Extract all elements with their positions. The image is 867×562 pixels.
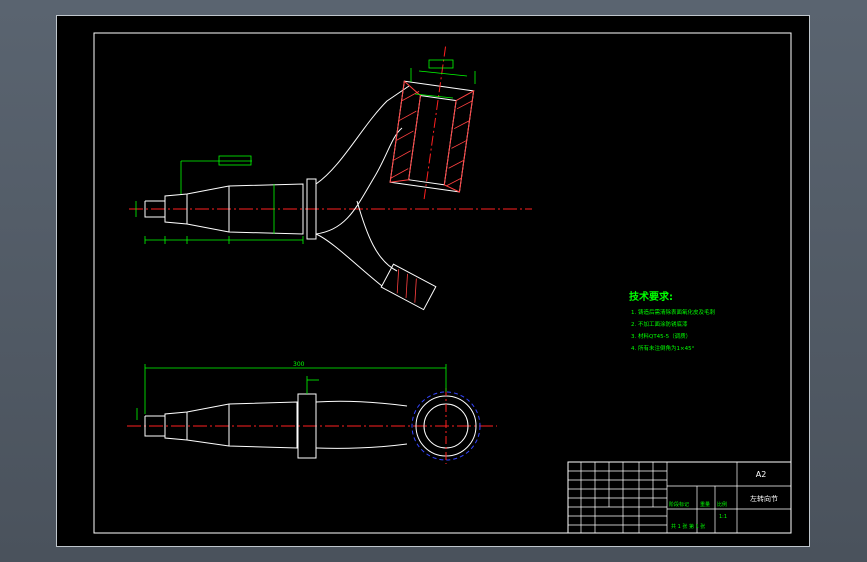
ratio-label: 比例 <box>717 501 727 508</box>
cad-drawing: 300 技术要求: 1. 铸造后需清除表面氧化皮及毛刺 2. 不加工面涂防锈底漆… <box>93 32 792 534</box>
upper-dimensions <box>135 59 476 244</box>
technical-notes: 技术要求: 1. 铸造后需清除表面氧化皮及毛刺 2. 不加工面涂防锈底漆 3. … <box>629 290 715 352</box>
overall-length-dim: 300 <box>293 361 305 368</box>
flange <box>306 178 317 240</box>
lower-arm <box>315 200 398 287</box>
part-name: 左转向节 <box>750 494 778 503</box>
inner-frame <box>93 32 792 534</box>
lower-view: 300 <box>127 361 497 464</box>
fork-hatch <box>390 90 473 187</box>
drawing-sheet: 300 技术要求: 1. 铸造后需清除表面氧化皮及毛刺 2. 不加工面涂防锈底漆… <box>56 15 810 547</box>
lower-spindle-outline <box>144 401 298 449</box>
upper-view <box>129 46 532 311</box>
eye-hidden <box>411 391 481 461</box>
upper-arm <box>315 85 410 235</box>
fork-centerline <box>423 46 447 201</box>
note-item: 2. 不加工面涂防锈底漆 <box>631 320 688 328</box>
lower-arm-section <box>380 263 437 311</box>
note-item: 3. 材料QT45-5（调质） <box>631 332 691 340</box>
title-block: A2 左转向节 阶段标记 重量 比例 1:1 共 1 张 第 1 张 <box>567 461 792 534</box>
fork-hatch-outline <box>389 80 475 193</box>
sheet-size: A2 <box>756 470 767 479</box>
sheet-count: 共 1 张 第 1 张 <box>671 523 705 530</box>
weight-label: 重量 <box>700 501 710 508</box>
stage-label: 阶段标记 <box>669 501 689 508</box>
lower-dimensions <box>136 364 447 420</box>
note-item: 4. 所有未注倒角为1×45° <box>631 344 695 352</box>
scale-value: 1:1 <box>719 514 727 520</box>
note-item: 1. 铸造后需清除表面氧化皮及毛刺 <box>631 308 715 316</box>
lower-arm-outline <box>315 400 408 449</box>
notes-title: 技术要求: <box>629 290 673 303</box>
